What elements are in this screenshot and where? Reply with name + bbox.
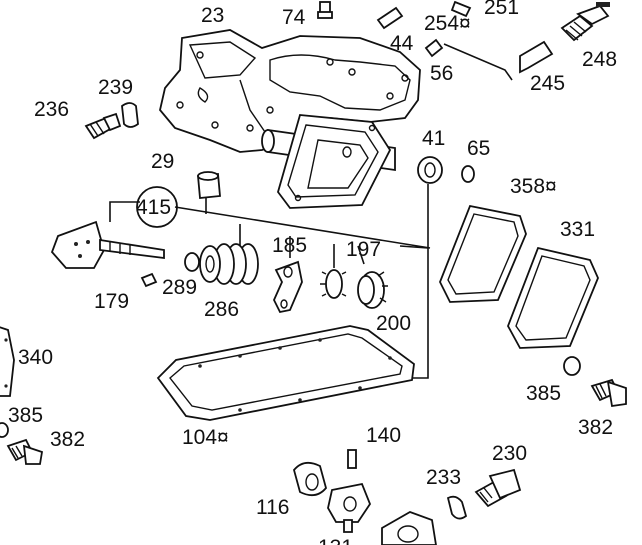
plug-part-382-left (6, 438, 44, 465)
lever-part-185 (273, 260, 303, 314)
label-382-right: 382 (578, 416, 613, 439)
ring-part-385-left (0, 422, 9, 438)
label-286: 286 (204, 298, 239, 321)
label-254: 254¤ (424, 12, 471, 35)
bush-part-41 (417, 156, 443, 184)
fitting-part-236 (84, 112, 122, 140)
pin-part-44 (376, 6, 404, 30)
label-200: 200 (376, 312, 411, 335)
housing-part-bottom (381, 511, 437, 545)
label-104: 104¤ (182, 426, 229, 449)
bolt-part-74 (317, 1, 333, 19)
pin-part-140 (347, 449, 357, 469)
housing-part-23 (159, 29, 421, 209)
plug-part-239 (121, 102, 139, 128)
plug-part-382-right (590, 378, 627, 408)
label-245: 245 (530, 72, 565, 95)
plug-part-245 (519, 40, 554, 74)
clamp-part-131 (327, 482, 372, 533)
label-131: 131 (318, 536, 353, 545)
part-labels: 23 74 254¤ 251 44 248 56 245 239 236 41 … (8, 0, 617, 545)
label-239: 239 (98, 76, 133, 99)
label-233: 233 (426, 466, 461, 489)
bush-part-116 (293, 461, 327, 497)
label-44: 44 (390, 32, 414, 55)
ring-part-65 (461, 165, 475, 183)
gear-part-197 (320, 269, 347, 299)
label-340: 340 (18, 346, 53, 369)
ring-part-289 (184, 252, 200, 272)
label-230: 230 (492, 442, 527, 465)
label-251: 251 (484, 0, 519, 19)
shift-fork-part (50, 220, 165, 269)
sensor-part-248 (560, 2, 610, 42)
label-56: 56 (430, 62, 453, 85)
label-140: 140 (366, 424, 401, 447)
washer-part-233 (446, 495, 468, 520)
rod-part-254 (443, 0, 513, 81)
plug-part-56 (424, 38, 444, 58)
piston-part-286 (199, 243, 259, 285)
label-385-right: 385 (526, 382, 561, 405)
label-23: 23 (201, 4, 224, 27)
label-415: 415 (136, 196, 171, 219)
label-236: 236 (34, 98, 69, 121)
label-185: 185 (272, 234, 307, 257)
pin-part-179 (140, 272, 158, 288)
label-179: 179 (94, 290, 129, 313)
label-116: 116 (256, 496, 289, 519)
label-248: 248 (582, 48, 617, 71)
bush-part-29 (197, 171, 221, 199)
label-29: 29 (151, 150, 174, 173)
ring-part-385-right (563, 356, 581, 376)
label-382-left: 382 (50, 428, 85, 451)
plug-part-230 (474, 468, 522, 508)
gasket-part-331 (507, 246, 599, 349)
label-385-left: 385 (8, 404, 43, 427)
gasket-part-340 (0, 326, 15, 397)
gear-part-200 (357, 271, 388, 309)
label-74: 74 (282, 6, 306, 29)
gasket-part-358 (439, 204, 527, 303)
label-358: 358¤ (510, 175, 557, 198)
label-41: 41 (422, 127, 445, 150)
label-289: 289 (162, 276, 197, 299)
label-65: 65 (467, 137, 490, 160)
gasket-part-104 (156, 325, 415, 421)
label-331: 331 (560, 218, 595, 241)
label-197: 197 (346, 238, 381, 261)
